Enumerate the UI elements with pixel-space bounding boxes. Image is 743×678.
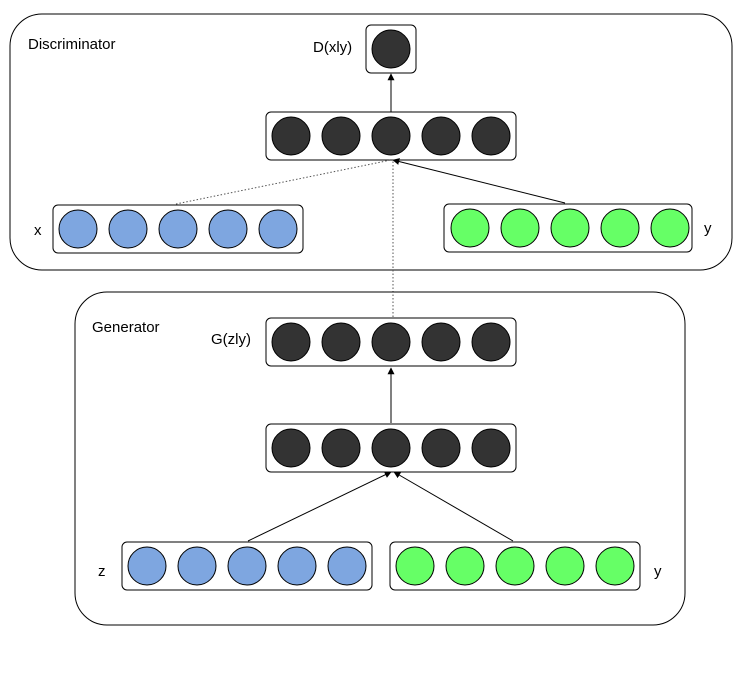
generated-neuron: [471, 322, 511, 362]
z-input-neuron: [127, 546, 167, 586]
hidden-neuron: [271, 116, 311, 156]
generated-neuron: [321, 322, 361, 362]
generator-output-layer: [265, 317, 517, 367]
x-input-neuron: [58, 209, 98, 249]
z-input-neuron: [327, 546, 367, 586]
hidden-neuron: [321, 428, 361, 468]
discriminator-y-layer: [443, 203, 693, 253]
generator-hidden-layer: [265, 423, 517, 473]
y-input-neuron: [450, 208, 490, 248]
generator-y-layer: [389, 541, 641, 591]
generator-title: Generator: [92, 319, 160, 336]
generator-z-label: z: [98, 563, 106, 580]
y-input-neuron: [495, 546, 535, 586]
discriminator-output-label: D(xly): [313, 39, 352, 56]
y-input-neuron: [550, 208, 590, 248]
y-input-neuron: [395, 546, 435, 586]
hidden-neuron: [471, 116, 511, 156]
x-input-neuron: [108, 209, 148, 249]
z-input-neuron: [227, 546, 267, 586]
z-input-neuron: [277, 546, 317, 586]
generated-neuron: [371, 322, 411, 362]
y-input-neuron: [600, 208, 640, 248]
generator-panel: Generator G(zly) z y: [74, 291, 686, 626]
discriminator-x-connection: [175, 159, 392, 205]
discriminator-x-label: x: [34, 222, 42, 239]
y-input-neuron: [445, 546, 485, 586]
discriminator-hidden-layer: [265, 111, 517, 161]
generator-y-label: y: [654, 563, 662, 580]
hidden-neuron: [371, 428, 411, 468]
x-input-neuron: [158, 209, 198, 249]
generator-frame: [74, 291, 686, 626]
x-input-neuron: [258, 209, 298, 249]
hidden-neuron: [421, 116, 461, 156]
y-input-neuron: [545, 546, 585, 586]
y-input-neuron: [500, 208, 540, 248]
generated-neuron: [421, 322, 461, 362]
hidden-neuron: [321, 116, 361, 156]
discriminator-x-layer: [52, 204, 304, 254]
generated-neuron: [271, 322, 311, 362]
y-input-neuron: [595, 546, 635, 586]
output-neuron: [371, 29, 411, 69]
x-input-neuron: [208, 209, 248, 249]
generator-y-arrow: [393, 471, 514, 542]
discriminator-y-label: y: [704, 220, 712, 237]
y-input-neuron: [650, 208, 690, 248]
discriminator-y-arrow: [392, 158, 566, 204]
generator-z-layer: [121, 541, 373, 591]
discriminator-frame: [9, 13, 733, 271]
hidden-neuron: [471, 428, 511, 468]
hidden-neuron: [371, 116, 411, 156]
discriminator-output-layer: [365, 24, 417, 74]
discriminator-panel: Discriminator D(xly) x y: [9, 13, 733, 271]
generator-z-arrow: [247, 471, 392, 542]
discriminator-title: Discriminator: [28, 36, 116, 53]
hidden-neuron: [271, 428, 311, 468]
generator-output-label: G(zly): [211, 331, 251, 348]
hidden-neuron: [421, 428, 461, 468]
z-input-neuron: [177, 546, 217, 586]
